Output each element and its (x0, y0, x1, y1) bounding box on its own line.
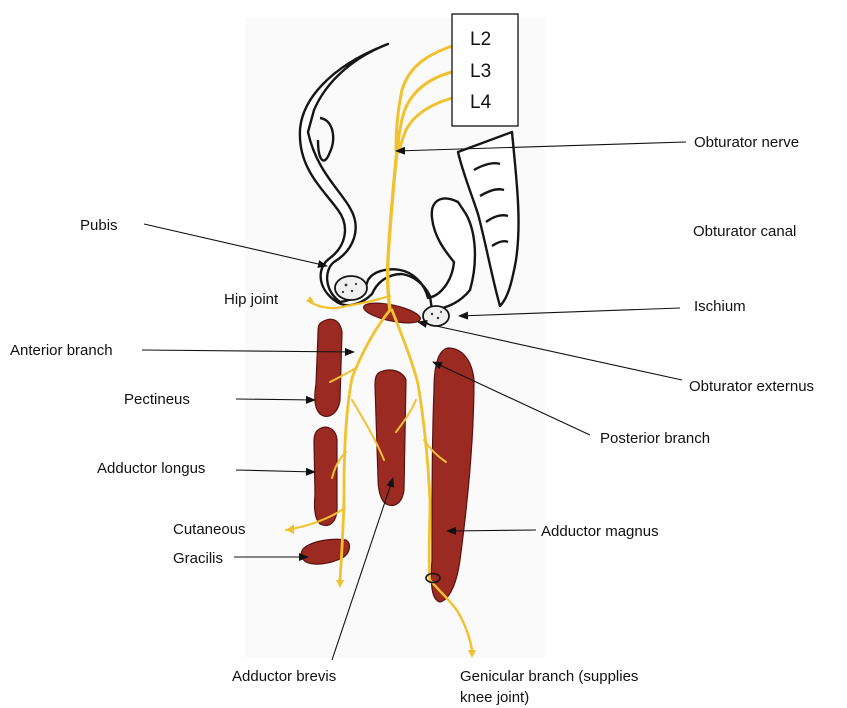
label-anterior-branch: Anterior branch (10, 342, 113, 359)
label-pubis: Pubis (80, 217, 118, 234)
label-hip-joint: Hip joint (224, 291, 279, 308)
label-gracilis: Gracilis (173, 550, 223, 567)
label-pectineus: Pectineus (124, 391, 190, 408)
label-adductor-magnus: Adductor magnus (541, 523, 659, 540)
label-obturator-nerve: Obturator nerve (694, 134, 799, 151)
pubic-face (335, 276, 367, 300)
label-posterior-branch: Posterior branch (600, 430, 710, 447)
adductor-longus-muscle (314, 427, 337, 525)
ischial-face (423, 306, 449, 326)
label-obturator-externus: Obturator externus (689, 378, 814, 395)
label-genicular-branch-line2: knee joint) (460, 689, 529, 706)
label-adductor-longus: Adductor longus (97, 460, 205, 477)
label-cutaneous: Cutaneous (173, 521, 246, 538)
level-l3: L3 (470, 61, 491, 82)
level-l2: L2 (470, 29, 491, 50)
level-l4: L4 (470, 92, 492, 113)
label-adductor-brevis: Adductor brevis (232, 668, 336, 685)
pectineus-muscle (315, 319, 342, 416)
label-ischium: Ischium (694, 298, 746, 315)
label-obturator-canal: Obturator canal (693, 223, 796, 240)
label-genicular-branch-line1: Genicular branch (supplies (460, 668, 638, 685)
